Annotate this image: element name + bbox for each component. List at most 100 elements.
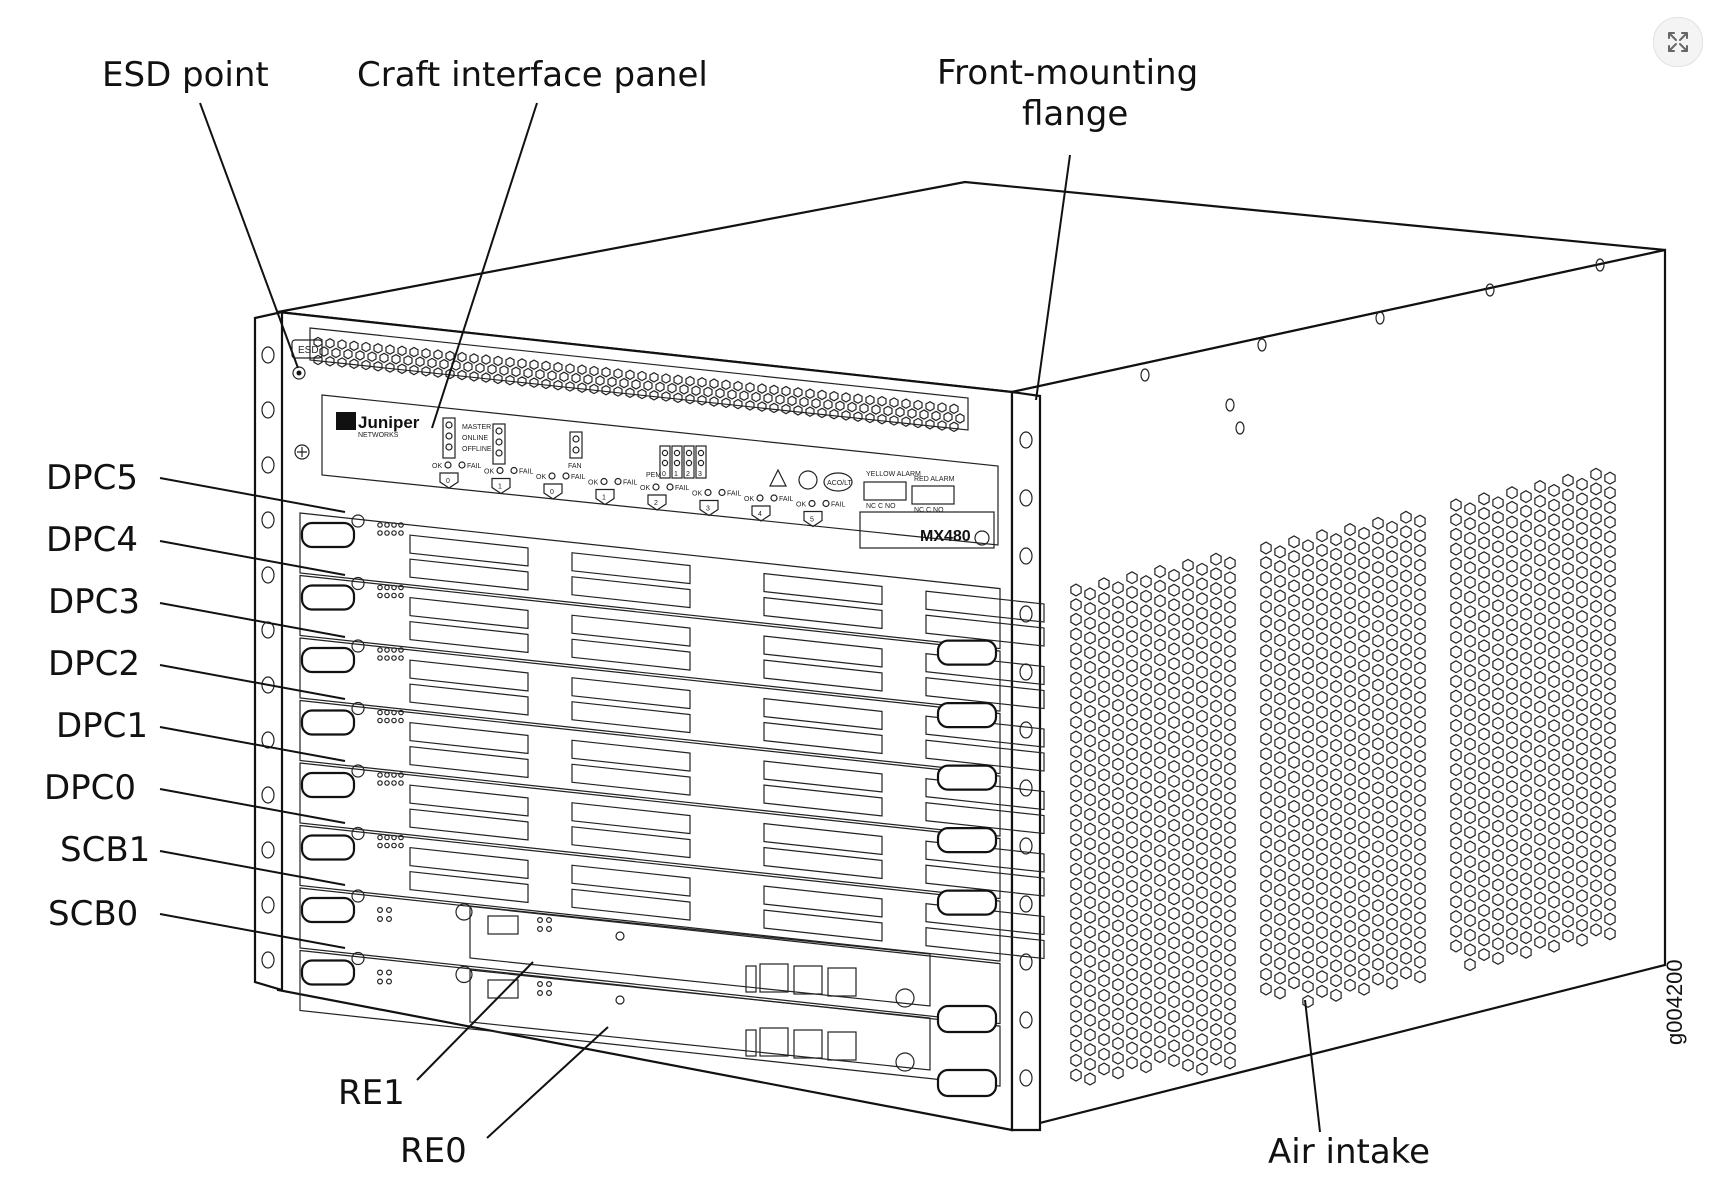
card-led — [377, 842, 383, 849]
intake-hole — [1400, 731, 1412, 745]
intake-hole — [1414, 632, 1426, 646]
intake-hole — [1358, 938, 1370, 952]
intake-hole — [1372, 766, 1384, 780]
label-re0: RE0 — [400, 1131, 467, 1171]
intake-hole — [1590, 835, 1602, 849]
intake-hole — [1070, 774, 1082, 788]
intake-hole — [1196, 768, 1208, 782]
intake-hole — [1386, 697, 1398, 711]
intake-hole — [1070, 583, 1082, 597]
intake-hole — [1562, 635, 1574, 649]
re-ethernet-port — [793, 965, 823, 995]
intake-hole — [1288, 946, 1300, 960]
intake-hole — [1168, 715, 1180, 729]
expand-button[interactable] — [1653, 17, 1703, 67]
intake-hole — [1182, 602, 1194, 616]
intake-hole — [1316, 543, 1328, 557]
vent-hole — [367, 351, 377, 362]
yellow-alarm-contacts: NC C NO — [866, 503, 896, 510]
intake-hole — [1478, 609, 1490, 623]
port-cage — [763, 846, 883, 880]
vent-hole — [793, 405, 803, 416]
card-ejector-handle — [300, 896, 356, 924]
intake-hole — [1400, 598, 1412, 612]
intake-hole — [1590, 893, 1602, 908]
intake-hole — [1316, 749, 1328, 763]
intake-hole — [1274, 574, 1286, 588]
vent-hole — [457, 351, 467, 363]
intake-hole — [1140, 913, 1152, 927]
intake-hole — [1210, 846, 1222, 860]
vent-hole — [775, 394, 785, 405]
intake-hole — [1098, 959, 1110, 973]
intake-hole — [1288, 623, 1300, 637]
intake-hole — [1140, 986, 1152, 1000]
intake-hole — [1260, 747, 1272, 761]
intake-hole — [1196, 871, 1208, 885]
port-cage — [409, 558, 529, 591]
intake-hole — [1084, 925, 1096, 939]
intake-hole — [1224, 718, 1236, 732]
intake-hole — [1562, 503, 1574, 517]
intake-hole — [1316, 940, 1328, 954]
intake-hole — [1084, 749, 1096, 763]
intake-hole — [1302, 627, 1314, 641]
intake-hole — [1576, 492, 1588, 506]
intake-hole — [1478, 845, 1490, 859]
rack-ear-hole — [261, 456, 275, 474]
intake-hole — [1562, 782, 1574, 796]
intake-hole — [1316, 867, 1328, 881]
intake-hole — [1464, 899, 1476, 913]
pem-led — [673, 459, 681, 467]
vent-hole — [649, 372, 659, 383]
vent-hole — [637, 388, 647, 400]
label-dpc1: DPC1 — [56, 706, 148, 746]
card-screw — [351, 826, 365, 841]
vent-hole — [829, 408, 839, 420]
intake-hole — [1590, 776, 1602, 790]
chassis-right-side — [1010, 248, 1667, 1132]
intake-hole — [1400, 613, 1412, 627]
intake-hole — [1210, 787, 1222, 801]
intake-hole — [1330, 768, 1342, 782]
intake-hole — [1506, 589, 1518, 603]
intake-hole — [1506, 530, 1518, 544]
intake-hole — [1506, 559, 1518, 573]
intake-hole — [1112, 669, 1124, 683]
intake-hole — [1126, 1026, 1138, 1040]
intake-hole — [1302, 598, 1314, 612]
intake-hole — [1224, 674, 1236, 688]
intake-hole — [1196, 680, 1208, 694]
intake-hole — [1386, 932, 1398, 946]
re-usb-port — [745, 965, 757, 993]
card-led — [391, 584, 397, 591]
vent-hole — [361, 341, 371, 353]
card-led — [377, 969, 384, 976]
intake-hole — [1126, 747, 1138, 761]
intake-hole — [1464, 884, 1476, 898]
intake-hole — [1330, 665, 1342, 679]
intake-hole — [1154, 858, 1166, 873]
intake-hole — [1464, 634, 1476, 648]
intake-hole — [1604, 780, 1616, 794]
intake-hole — [1372, 854, 1384, 868]
intake-hole — [1548, 792, 1560, 806]
intake-hole — [1154, 1050, 1166, 1064]
card-led — [377, 522, 383, 528]
intake-hole — [1400, 878, 1412, 892]
alarm-triangle-icon — [769, 468, 787, 487]
intake-hole — [1450, 939, 1462, 953]
intake-hole — [1316, 779, 1328, 793]
vent-hole — [691, 385, 701, 396]
intake-hole — [1288, 697, 1300, 711]
intake-hole — [1520, 504, 1532, 518]
vent-hole — [859, 403, 869, 414]
intake-hole — [1330, 900, 1342, 914]
intake-hole — [1386, 873, 1398, 887]
intake-hole — [1288, 858, 1300, 872]
intake-hole — [1344, 890, 1356, 904]
intake-hole — [1316, 926, 1328, 940]
intake-hole — [1386, 888, 1398, 902]
card-slot-dpc3 — [299, 637, 1045, 775]
vent-hole — [517, 376, 527, 387]
